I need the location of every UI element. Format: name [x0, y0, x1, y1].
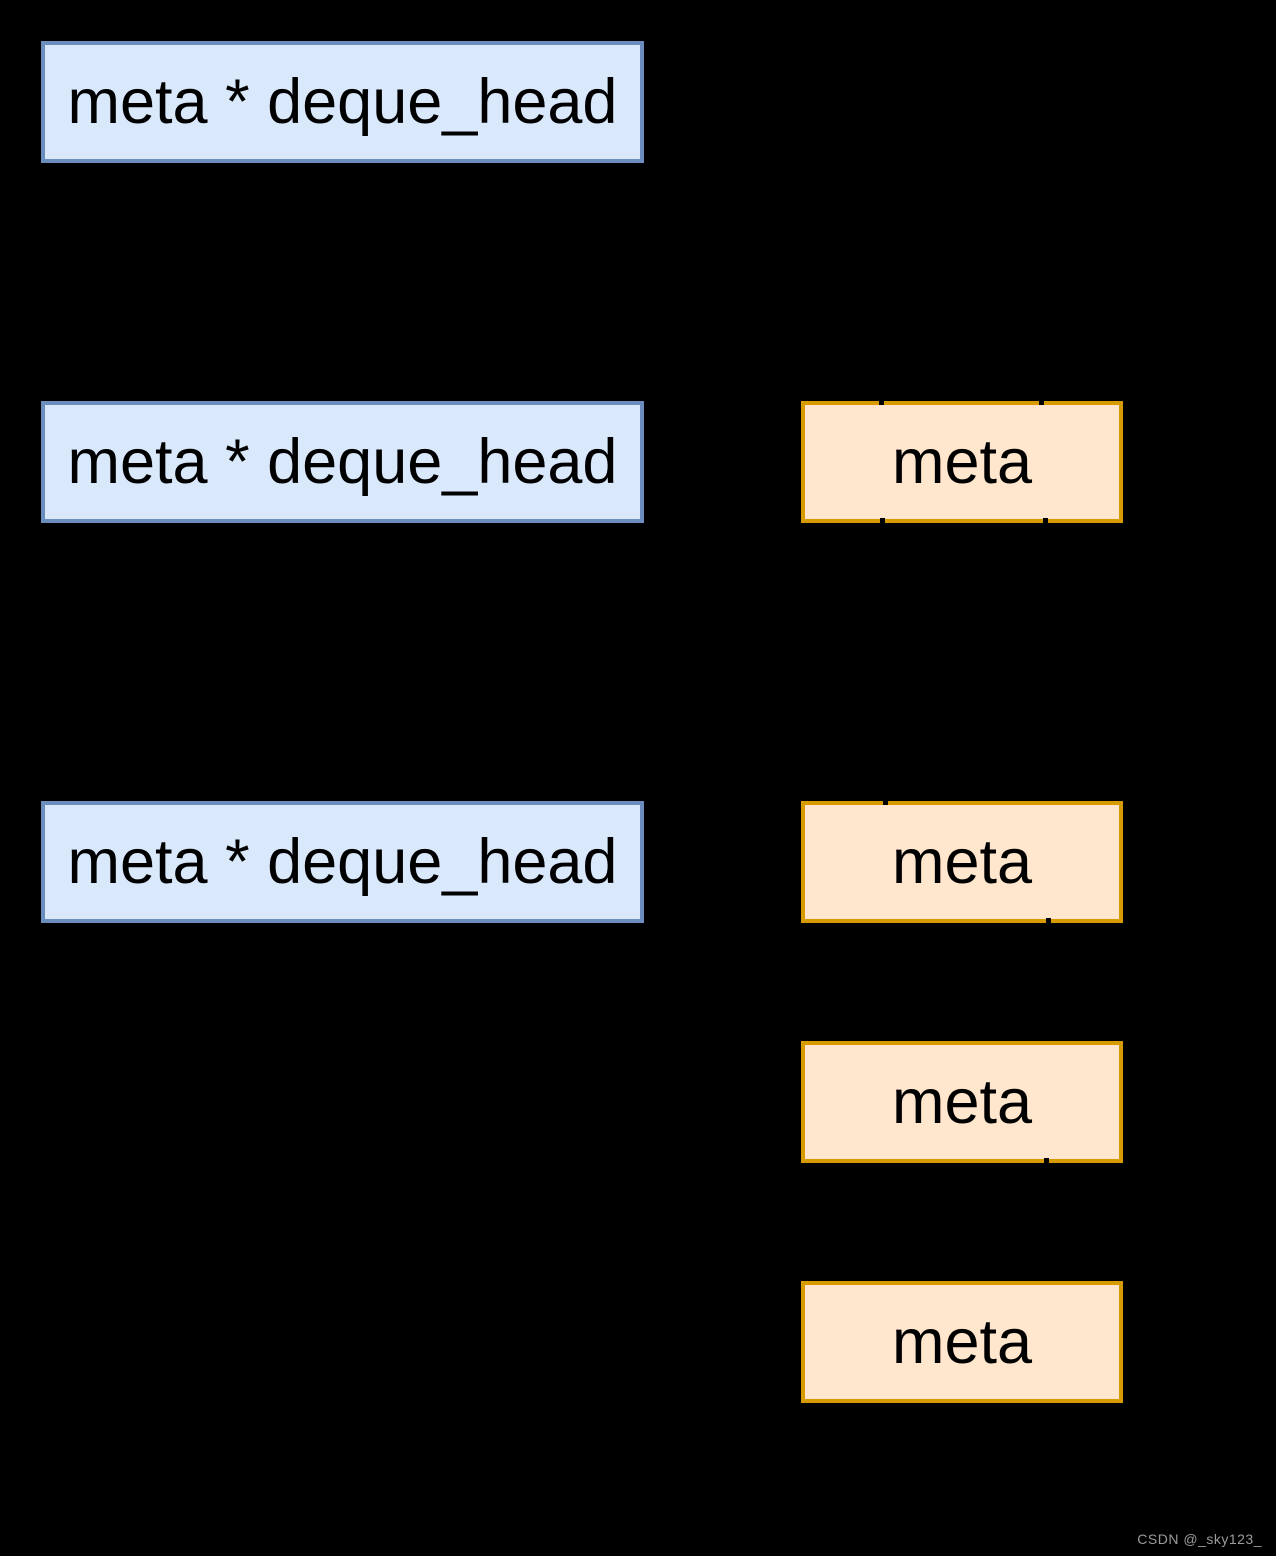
- deque-head-pointer-box-2: meta * deque_head: [41, 401, 644, 523]
- meta-node-box-4: meta: [801, 1281, 1123, 1403]
- deque-head-pointer-label: meta * deque_head: [67, 426, 618, 497]
- arrow-endpoint-tick: [880, 518, 885, 523]
- arrow-endpoint-tick: [883, 800, 888, 805]
- meta-node-box-3: meta: [801, 1041, 1123, 1163]
- arrow-endpoint-tick: [1046, 918, 1051, 923]
- arrow-endpoint-tick: [1044, 1158, 1049, 1163]
- deque-head-pointer-label: meta * deque_head: [67, 66, 618, 137]
- deque-head-pointer-box-1: meta * deque_head: [41, 41, 644, 163]
- meta-node-box-1: meta: [801, 401, 1123, 523]
- meta-node-box-2: meta: [801, 801, 1123, 923]
- meta-node-label: meta: [891, 1066, 1033, 1137]
- arrow-endpoint-tick: [1039, 400, 1044, 405]
- deque-head-pointer-label: meta * deque_head: [67, 826, 618, 897]
- meta-node-label: meta: [891, 1306, 1033, 1377]
- meta-node-label: meta: [891, 826, 1033, 897]
- meta-node-label: meta: [891, 426, 1033, 497]
- arrow-endpoint-tick: [879, 400, 884, 405]
- watermark: CSDN @_sky123_: [1137, 1531, 1262, 1547]
- arrow-endpoint-tick: [1043, 518, 1048, 523]
- deque-head-pointer-box-3: meta * deque_head: [41, 801, 644, 923]
